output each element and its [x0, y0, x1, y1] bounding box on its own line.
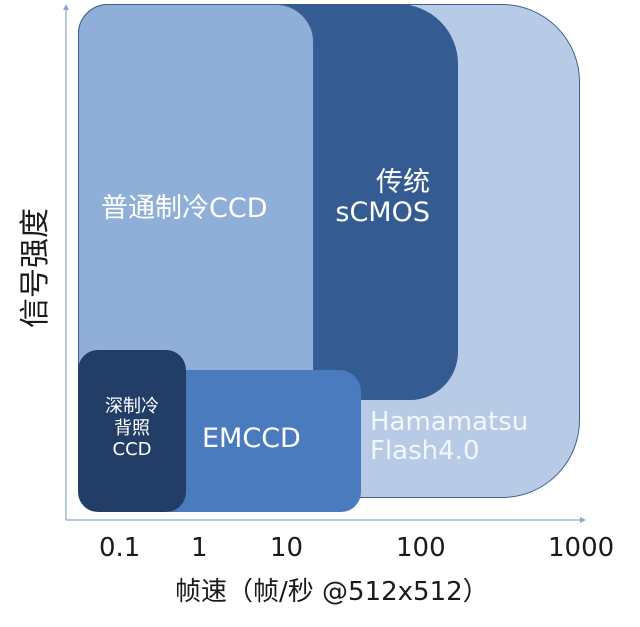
x-tick-1: 1 — [191, 533, 208, 563]
label-hamamatsu: Hamamatsu Flash4.0 — [370, 407, 529, 467]
x-tick-10: 10 — [270, 533, 304, 563]
x-tick-100: 100 — [396, 533, 446, 563]
label-scmos: 传统 sCMOS — [318, 167, 430, 229]
region-normal-ccd — [78, 4, 314, 416]
label-normal-ccd: 普通制冷CCD — [101, 193, 268, 224]
region-deep-ccd — [78, 350, 186, 512]
label-deep-line2: 背照 — [114, 417, 150, 439]
label-deep-ccd: 深制冷 背照 CCD — [86, 396, 178, 461]
y-axis-label: 信号强度 — [18, 208, 53, 328]
label-scmos-line1: 传统 — [376, 167, 430, 198]
x-axis-arrow-icon — [580, 517, 586, 523]
label-deep-line1: 深制冷 — [105, 396, 159, 417]
x-tick-0.1: 0.1 — [99, 533, 141, 563]
label-deep-line3: CCD — [112, 439, 152, 461]
label-emccd: EMCCD — [202, 423, 301, 454]
x-axis-label: 帧速（帧/秒 @512x512） — [175, 577, 489, 607]
label-hamamatsu-line2: Flash4.0 — [370, 436, 480, 467]
label-scmos-line2: sCMOS — [335, 197, 430, 229]
label-hamamatsu-line1: Hamamatsu — [370, 407, 529, 437]
x-tick-1000: 1000 — [548, 533, 615, 563]
y-axis-arrow-icon — [63, 4, 69, 10]
